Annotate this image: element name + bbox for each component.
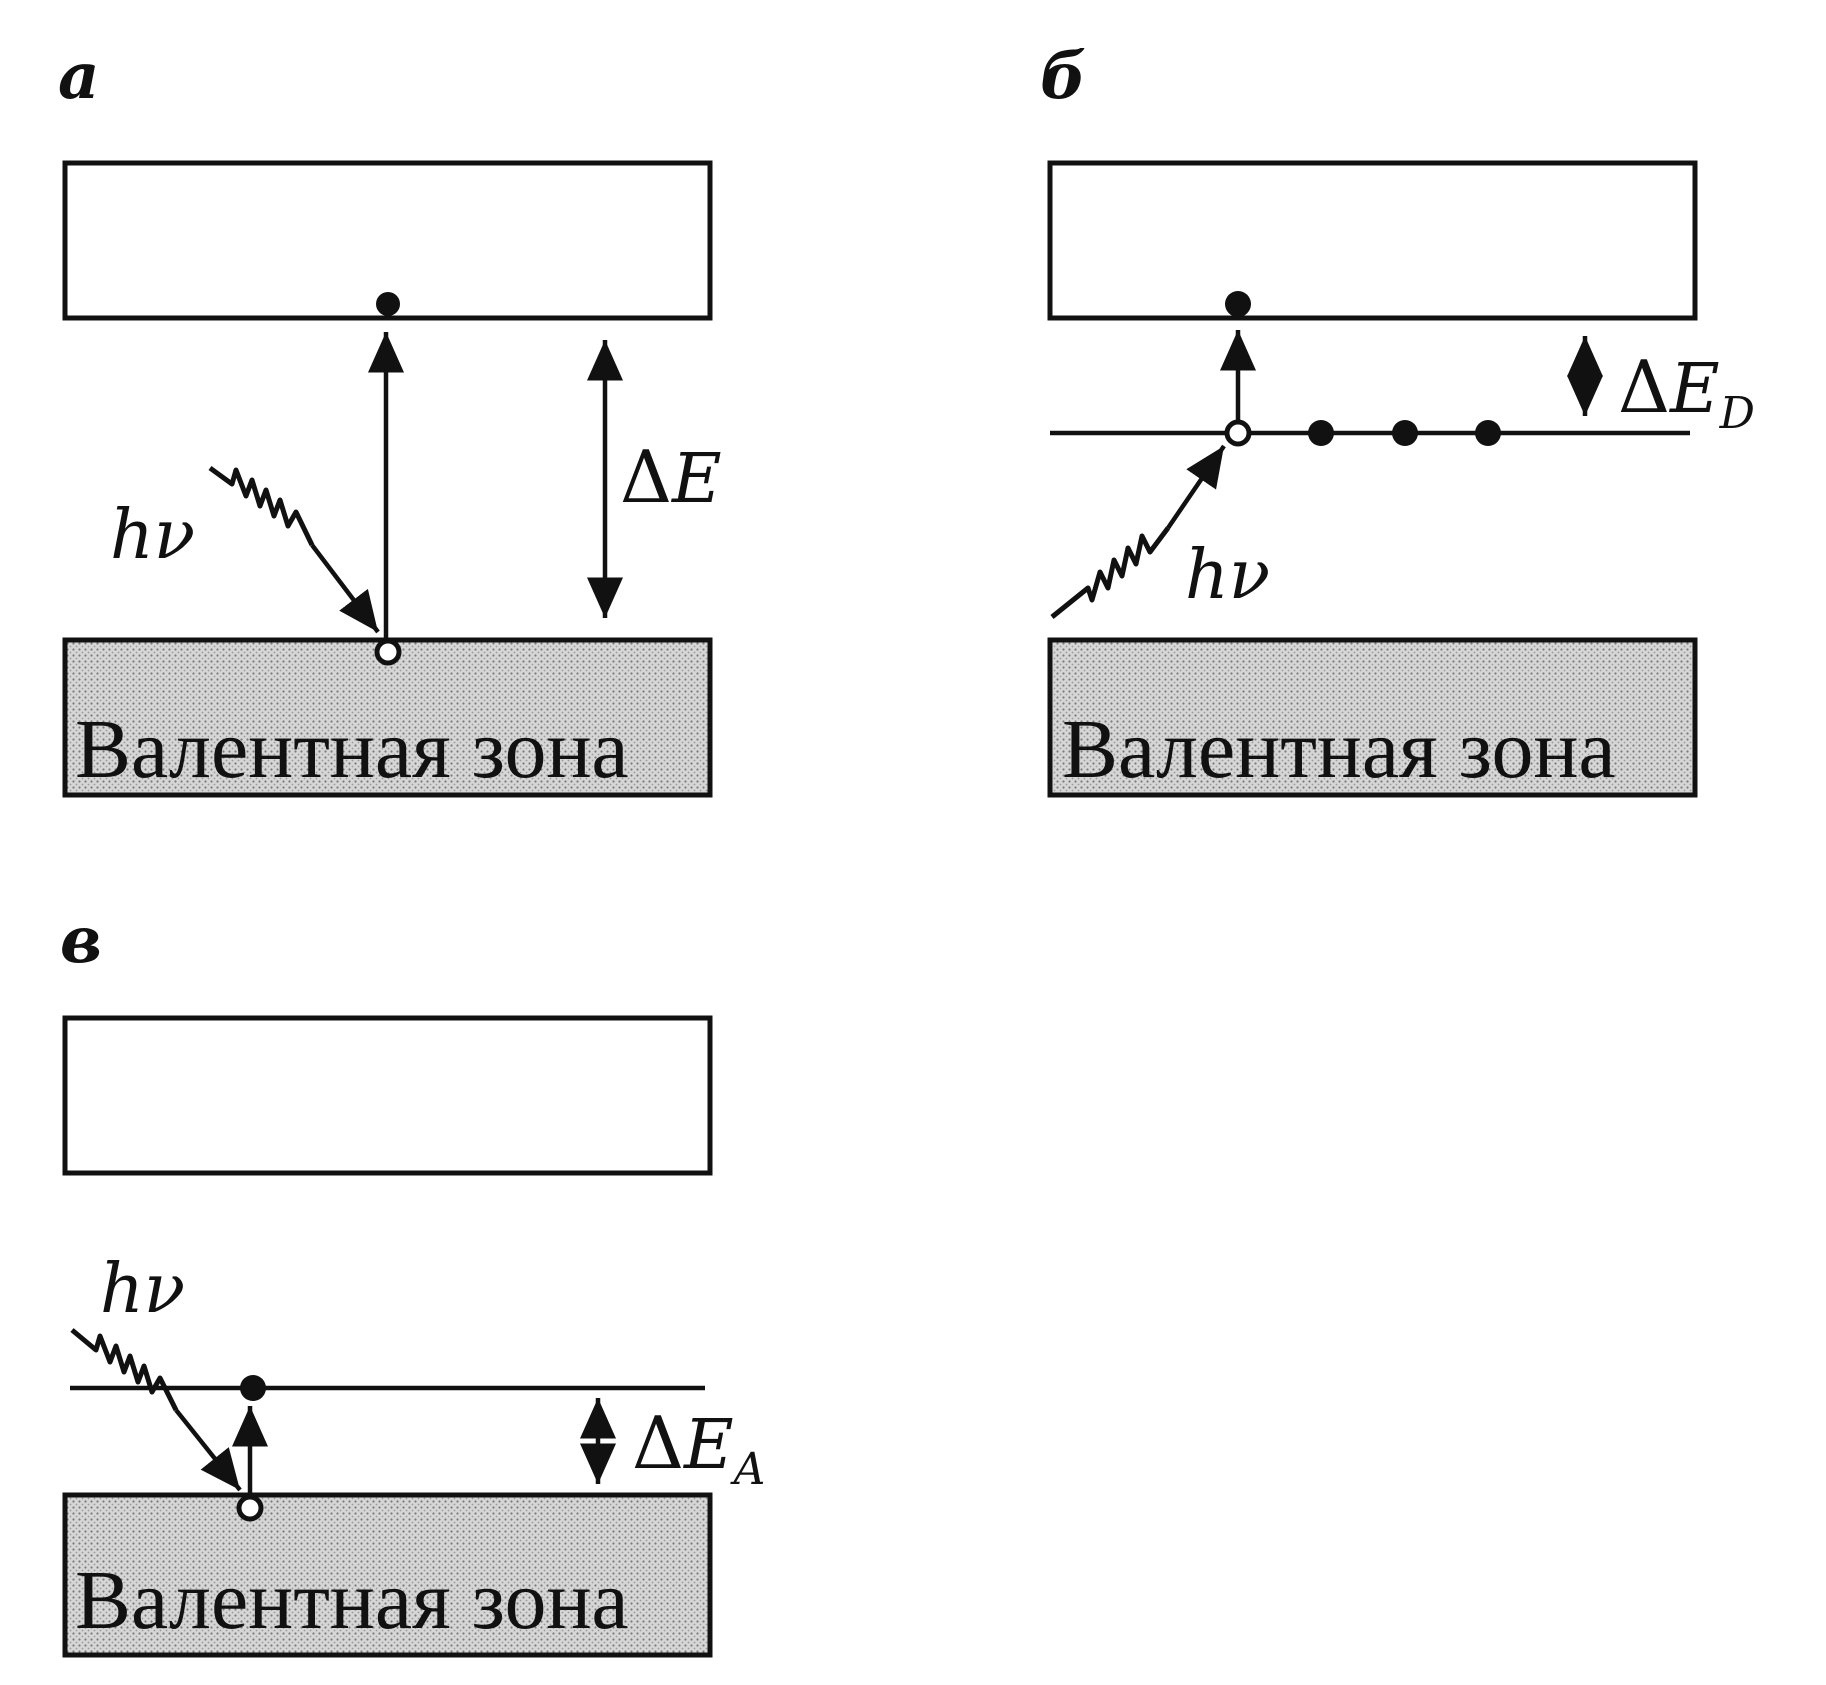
panel-b-photon-arrow xyxy=(1166,444,1226,530)
panel-a-photon-label: hν xyxy=(110,496,195,575)
panel-a-hole xyxy=(374,638,402,666)
panel-a-valence-band xyxy=(62,637,713,798)
panel-b: б Валентная зона hν ΔED xyxy=(1040,39,1755,798)
panel-c-acceptor-electron xyxy=(240,1375,266,1401)
panel-a-photon-arrow xyxy=(310,543,380,634)
panel-a-valence-label: Валентная зона xyxy=(75,703,629,796)
panel-b-valence-band xyxy=(1047,637,1698,798)
panel-c-letter: в xyxy=(60,903,102,978)
panel-c: в Валентная зона hν ΔEA xyxy=(60,903,765,1658)
panel-b-gap-label: ΔED xyxy=(1618,345,1755,439)
panel-b-photon-wave xyxy=(1050,526,1170,619)
panel-c-gap-label: ΔEA xyxy=(632,1401,765,1495)
panel-b-photon-label: hν xyxy=(1185,536,1270,615)
panel-c-valence-band xyxy=(62,1492,713,1658)
panel-a-photon-wave xyxy=(208,465,315,547)
panel-c-conduction-band xyxy=(62,1015,713,1176)
panel-b-donor-electron xyxy=(1392,420,1418,446)
panel-b-electron xyxy=(1225,291,1251,317)
panel-a-gap-label: ΔE xyxy=(620,435,722,519)
panel-a-electron xyxy=(376,292,400,316)
panel-c-photon-arrow xyxy=(174,1408,242,1492)
panel-a-letter: а xyxy=(58,39,99,114)
panel-c-valence-label: Валентная зона xyxy=(75,1554,629,1647)
panel-c-hole xyxy=(236,1494,264,1522)
panel-a: а Валентная зона hν ΔE xyxy=(58,39,722,798)
panel-b-donor-electron xyxy=(1475,420,1501,446)
panel-b-conduction-band xyxy=(1047,160,1698,321)
panel-b-ionized-donor xyxy=(1224,419,1252,447)
panel-b-letter: б xyxy=(1040,39,1086,114)
panel-c-photon-wave xyxy=(70,1328,179,1412)
panel-b-donor-electron xyxy=(1308,420,1334,446)
panel-c-photon-label: hν xyxy=(100,1250,185,1329)
panel-b-valence-label: Валентная зона xyxy=(1062,703,1616,796)
